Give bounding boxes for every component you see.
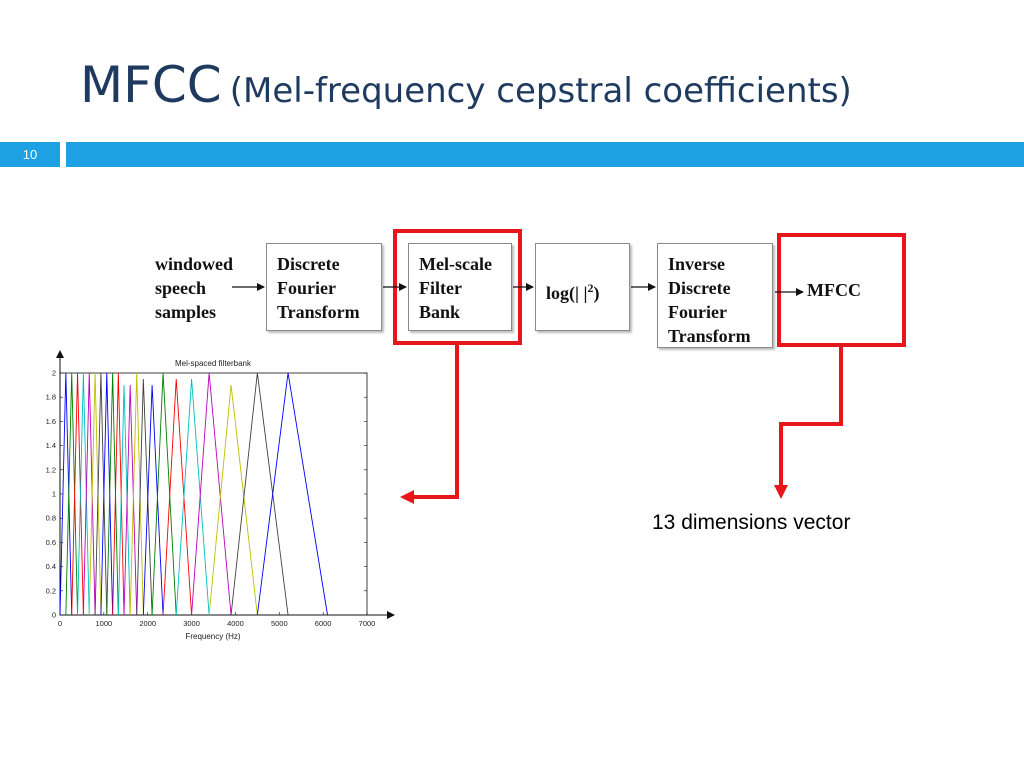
input-label-line: samples xyxy=(155,302,217,322)
mfcc-to-note-connector xyxy=(779,347,843,487)
x-tick-label: 6000 xyxy=(315,619,332,628)
filter-triangle xyxy=(191,372,232,616)
idft-box-line: Fourier xyxy=(668,302,727,322)
log-prefix: log(| | xyxy=(546,283,588,303)
filter-triangle xyxy=(123,385,138,616)
mel-filter-bank-box: Mel-scale Filter Bank xyxy=(408,243,512,331)
y-tick-label: 0 xyxy=(52,611,56,620)
slide-number: 10 xyxy=(0,142,60,167)
mel-box-line: Bank xyxy=(419,302,461,322)
idft-box-line: Discrete xyxy=(668,278,731,298)
title-main: MFCC xyxy=(80,56,222,114)
mfcc-to-note-arrowhead xyxy=(774,485,788,499)
x-axis-label: Frequency (Hz) xyxy=(185,632,240,641)
x-tick-label: 7000 xyxy=(359,619,376,628)
filter-triangle xyxy=(136,379,153,616)
dft-box-line: Discrete xyxy=(277,254,340,274)
log-suffix: ) xyxy=(593,283,600,303)
slide-title: MFCC(Mel-frequency cepstral coefficients… xyxy=(80,56,852,114)
mel-to-plot-arrowhead xyxy=(400,490,414,504)
y-tick-label: 0.6 xyxy=(46,538,56,547)
input-label: windowed speech samples xyxy=(155,252,233,324)
y-tick-label: 1.8 xyxy=(46,393,56,402)
filter-triangle xyxy=(59,372,73,616)
tick-layer: 0 1000 2000 3000 4000 5000 6000 7000 0 0.2 0.4 0.6 0… xyxy=(46,369,376,629)
x-tick-label: 5000 xyxy=(271,619,288,628)
log-box: log(| |2) xyxy=(535,243,630,331)
filter-triangle xyxy=(65,372,78,616)
mel-box-line: Mel-scale xyxy=(419,254,492,274)
x-tick-label: 0 xyxy=(58,619,62,628)
mfcc-highlight-frame xyxy=(777,233,906,347)
filter-triangle xyxy=(162,379,193,616)
dft-box: Discrete Fourier Transform xyxy=(266,243,382,331)
filter-triangle xyxy=(230,372,289,616)
y-tick-label: 1.2 xyxy=(46,465,56,474)
idft-box: Inverse Discrete Fourier Transform xyxy=(657,243,773,348)
filter-triangle xyxy=(88,372,102,616)
mel-to-plot-connector xyxy=(412,345,459,499)
input-label-line: windowed xyxy=(155,254,234,274)
filter-triangle xyxy=(100,372,114,616)
filter-triangle xyxy=(94,372,108,616)
filter-triangle xyxy=(142,385,164,616)
filter-triangle xyxy=(71,372,84,616)
filter-triangle xyxy=(256,372,328,616)
filter-triangle xyxy=(112,372,125,616)
dft-box-line: Transform xyxy=(277,302,360,322)
x-tick-label: 2000 xyxy=(139,619,156,628)
filter-triangle xyxy=(208,385,258,616)
filter-triangle xyxy=(77,372,90,616)
idft-box-line: Transform xyxy=(668,326,751,346)
plot-area xyxy=(59,372,368,616)
y-tick-label: 0.8 xyxy=(46,514,56,523)
filter-triangle xyxy=(151,372,177,616)
dimension-note: 13 dimensions vector xyxy=(652,511,851,534)
series-layer xyxy=(59,372,328,616)
mfcc-output-label: MFCC xyxy=(807,280,861,300)
title-subtitle: (Mel-frequency cepstral coefficients) xyxy=(229,71,852,111)
chart-title: Mel-spaced filterbank xyxy=(175,359,252,368)
x-tick-label: 3000 xyxy=(183,619,200,628)
x-tick-label: 4000 xyxy=(227,619,244,628)
log-expression: log(| |2) xyxy=(546,276,599,305)
idft-box-line: Inverse xyxy=(668,254,725,274)
y-tick-label: 2 xyxy=(52,369,56,378)
y-tick-label: 1.6 xyxy=(46,417,56,426)
filter-triangle xyxy=(82,372,96,616)
y-tick-label: 1 xyxy=(52,490,56,499)
filter-triangle xyxy=(106,372,119,616)
filter-triangle xyxy=(129,372,144,616)
title-accent-bar xyxy=(66,142,1024,167)
filter-triangle xyxy=(175,379,210,616)
filter-triangle xyxy=(117,385,131,616)
log-exponent: 2 xyxy=(587,281,594,295)
y-tick-label: 0.4 xyxy=(46,562,56,571)
y-tick-label: 1.4 xyxy=(46,441,56,450)
input-label-line: speech xyxy=(155,278,206,298)
mel-box-line: Filter xyxy=(419,278,462,298)
dft-box-line: Fourier xyxy=(277,278,336,298)
y-tick-label: 0.2 xyxy=(46,586,56,595)
x-tick-label: 1000 xyxy=(96,619,113,628)
